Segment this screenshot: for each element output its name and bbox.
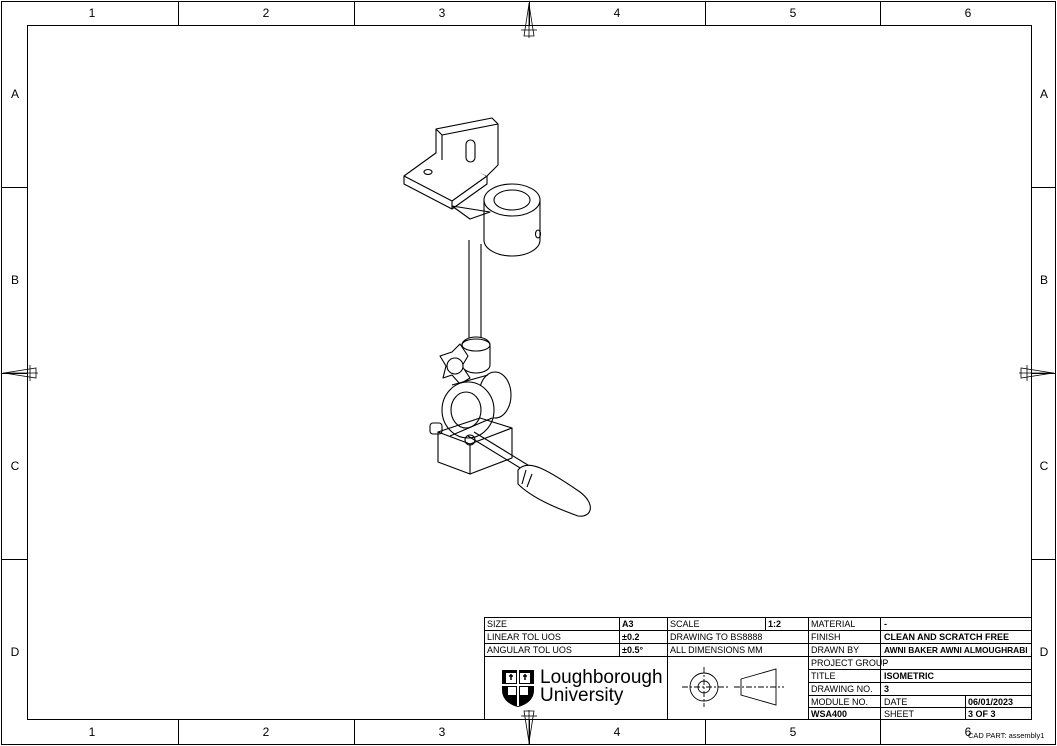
zone-col-label: 3 <box>438 6 446 20</box>
zone-col-label: 1 <box>88 725 96 739</box>
zone-row-label: C <box>1039 459 1049 473</box>
zone-col-label: 3 <box>438 725 446 739</box>
zone-col-label: 6 <box>964 6 972 20</box>
zone-col-label: 6 <box>964 725 972 739</box>
project-group-label: PROJECT GROUP <box>811 658 889 668</box>
isometric-assembly-drawing <box>403 117 591 517</box>
sheet-value: 3 OF 3 <box>968 709 996 719</box>
logo-line-2: University <box>540 685 624 706</box>
zone-row-label: B <box>1039 273 1048 287</box>
zone-col-label: 5 <box>789 725 797 739</box>
finish-label: FINISH <box>811 632 841 642</box>
size-label: SIZE <box>487 619 508 629</box>
size-value: A3 <box>622 619 634 629</box>
date-label: DATE <box>884 697 908 707</box>
all-dimensions-note: ALL DIMENSIONS MM <box>670 645 763 655</box>
drawing-no-label: DRAWING NO. <box>811 684 873 694</box>
linear-tol-value: ±0.2 <box>622 632 640 642</box>
material-value: - <box>884 619 887 629</box>
drawing-standard: DRAWING TO BS8888 <box>670 632 763 642</box>
linear-tol-label: LINEAR TOL UOS <box>487 632 561 642</box>
title-value: ISOMETRIC <box>884 671 935 681</box>
drawn-by-value: AWNI BAKER AWNI ALMOUGHRABI <box>884 645 1028 655</box>
zone-col-label: 4 <box>613 725 621 739</box>
title-label: TITLE <box>811 671 836 681</box>
zone-col-label: 4 <box>613 6 621 20</box>
projection-symbol-icon <box>682 667 784 707</box>
zone-row-label: B <box>10 273 19 287</box>
cad-part-label: CAD PART: assembly1 <box>968 731 1045 740</box>
drawing-no-value: 3 <box>884 684 890 694</box>
zone-row-label: A <box>1039 87 1048 101</box>
scale-value: 1:2 <box>768 619 782 629</box>
zone-row-label: D <box>10 645 20 659</box>
project-group-value: - <box>884 658 887 668</box>
title-block <box>484 617 1032 720</box>
zone-col-label: 1 <box>88 6 96 20</box>
zone-col-label: 2 <box>262 725 270 739</box>
university-crest-icon <box>502 670 534 707</box>
zone-row-label: D <box>1039 645 1049 659</box>
drawn-by-label: DRAWN BY <box>811 645 860 655</box>
zone-col-label: 2 <box>262 6 270 20</box>
zone-row-label: A <box>10 87 19 101</box>
finish-value: CLEAN AND SCRATCH FREE <box>884 632 1009 642</box>
zone-row-label: C <box>10 459 20 473</box>
angular-tol-value: ±0.5° <box>622 645 644 655</box>
material-label: MATERIAL <box>811 619 856 629</box>
module-no-label: MODULE NO. <box>811 697 869 707</box>
module-no-value: WSA400 <box>811 709 848 719</box>
logo-line-1: Loughborough <box>540 667 663 688</box>
sheet-label: SHEET <box>884 709 915 719</box>
scale-label: SCALE <box>670 619 700 629</box>
angular-tol-label: ANGULAR TOL UOS <box>487 645 572 655</box>
date-value: 06/01/2023 <box>968 697 1014 707</box>
zone-col-label: 5 <box>789 6 797 20</box>
